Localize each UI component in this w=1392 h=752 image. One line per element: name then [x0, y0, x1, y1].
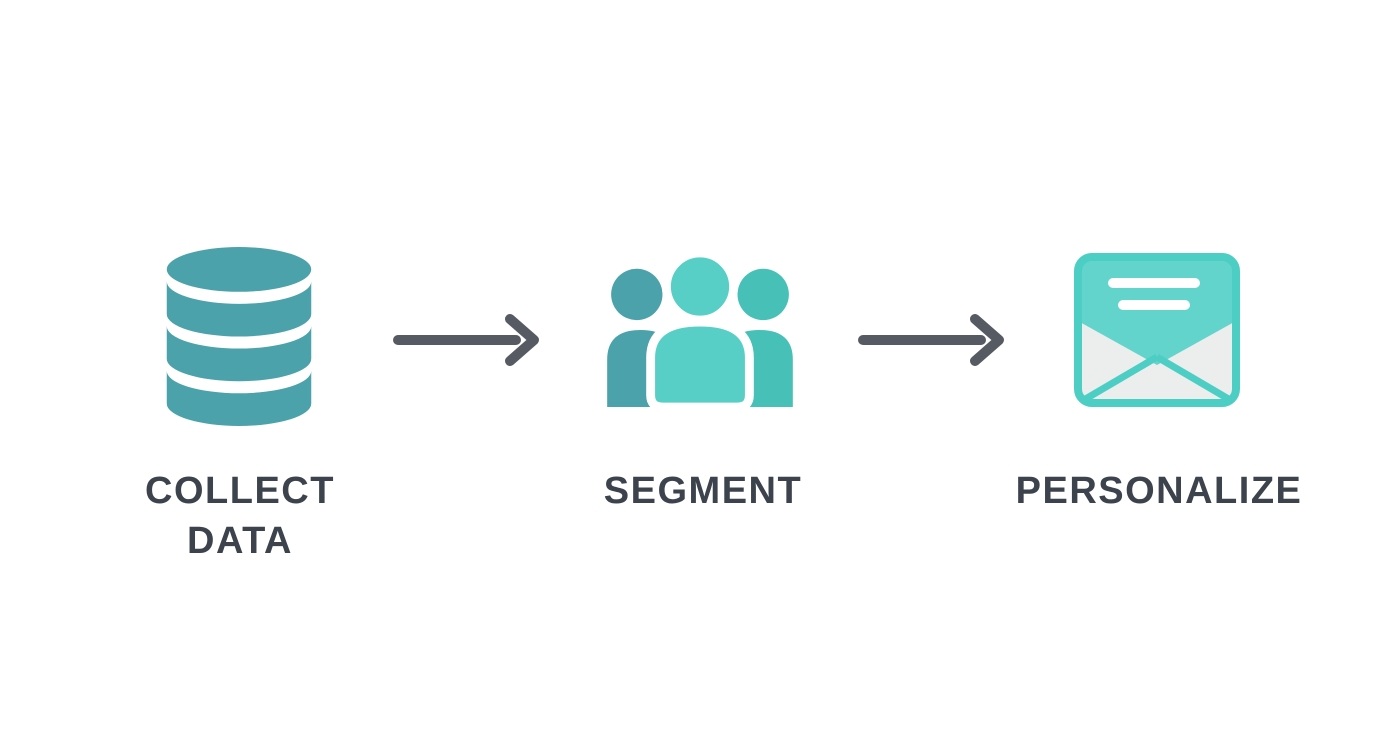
users-icon [601, 251, 799, 409]
step-label-personalize: PERSONALIZE [1004, 466, 1314, 516]
step-label-line: SEGMENT [603, 470, 803, 512]
envelope-icon [1074, 253, 1240, 407]
step-label-segment: SEGMENT [553, 466, 853, 516]
step-label-line: PERSONALIZE [1015, 470, 1303, 512]
database-icon [153, 247, 325, 426]
step-label-line: DATA [187, 520, 293, 562]
step-label-line: COLLECT [145, 470, 335, 512]
step-label-collect-data: COLLECT DATA [90, 466, 390, 566]
right-arrow-icon [857, 314, 1007, 366]
right-arrow-icon [392, 314, 542, 366]
